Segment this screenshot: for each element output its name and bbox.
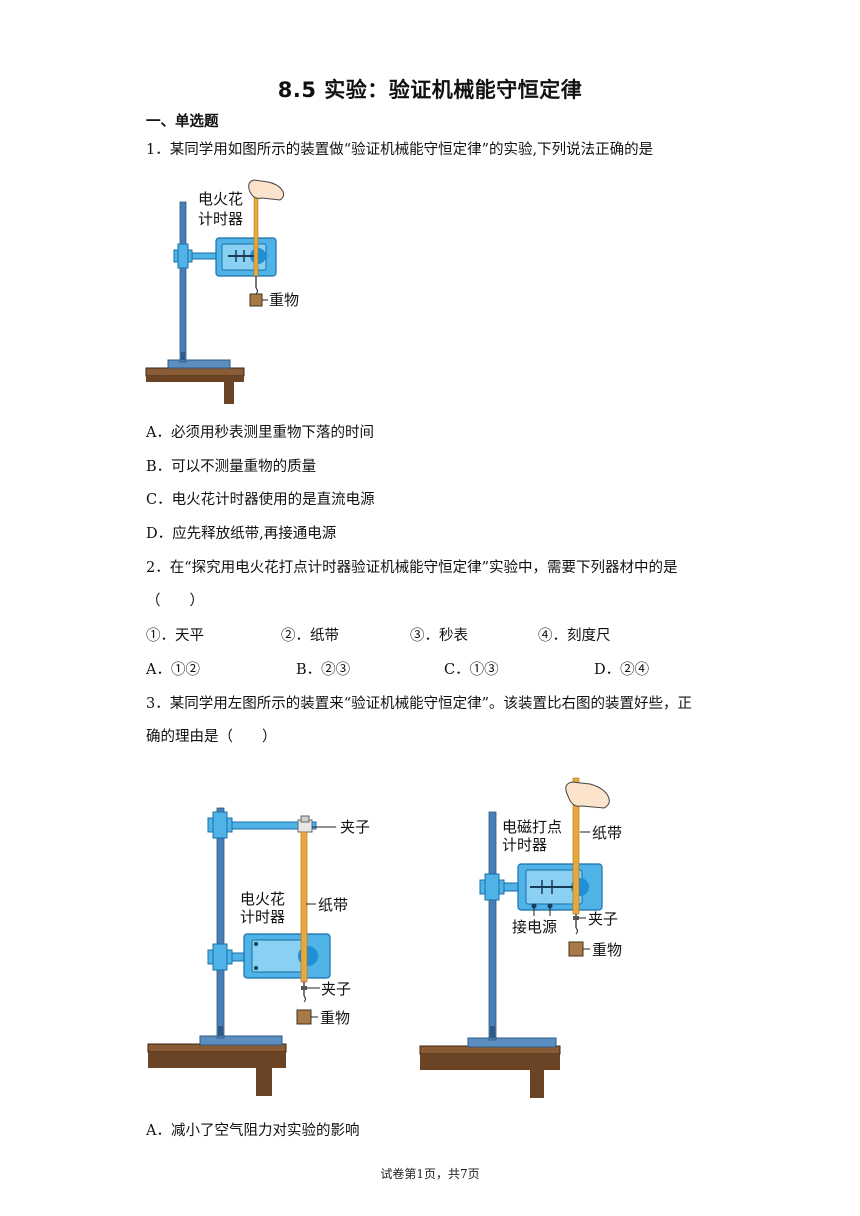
weight-block [568, 941, 584, 957]
q2-option-c: C．①③ [444, 662, 499, 678]
stand-rod [488, 811, 497, 1041]
top-arm [231, 821, 317, 830]
paper-tape [300, 831, 308, 983]
q3-option-a: A．减小了空气阻力对实验的影响 [146, 1123, 360, 1139]
section-heading: 一、单选题 [146, 114, 219, 130]
q1-stem: 1．某同学用如图所示的装置做“验证机械能守恒定律”的实验,下列说法正确的是 [146, 142, 654, 158]
table-side [148, 1052, 286, 1068]
q3-right-figure: 电磁打点 计时器 纸带 接电源 夹子 重物 [419, 777, 622, 1098]
table-leg [530, 1070, 544, 1098]
stand-rod [216, 807, 225, 1039]
weight-block [249, 293, 263, 307]
hand-icon [565, 781, 610, 809]
stand-base [167, 359, 231, 369]
hand-icon [248, 179, 285, 201]
q2-item-4: ④．刻度尺 [538, 628, 611, 644]
table-top [145, 367, 245, 377]
q2-option-a: A．①② [146, 662, 200, 678]
fig1-timer-label-1: 电火花 [198, 190, 243, 208]
q3-left-figure: 夹子 电火花 计时器 纸带 夹子 重物 [147, 807, 370, 1096]
table-side [420, 1054, 560, 1070]
q3-stem-line2: 确的理由是（ ） [146, 729, 277, 745]
tape-label: 纸带 [592, 824, 622, 842]
q1-option-d: D．应先释放纸带,再接通电源 [146, 526, 337, 542]
timer-label-1: 电火花 [240, 890, 285, 908]
q2-stem-line1: 2．在“探究用电火花打点计时器验证机械能守恒定律”实验中，需要下列器材中的是 [146, 560, 678, 576]
q1-option-c: C．电火花计时器使用的是直流电源 [146, 492, 375, 508]
timer-label-2: 计时器 [502, 836, 547, 854]
weight-label: 重物 [592, 941, 622, 959]
table-leg [224, 382, 234, 404]
q2-item-3: ③．秒表 [410, 628, 468, 644]
weight-block [296, 1009, 312, 1025]
stand-rod [179, 201, 187, 363]
power-label: 接电源 [512, 918, 557, 936]
q3-stem-line1: 3．某同学用左图所示的装置来“验证机械能守恒定律”。该装置比右图的装置好些，正 [146, 696, 693, 712]
q2-item-2: ②．纸带 [281, 628, 339, 644]
tape-label: 纸带 [318, 896, 348, 914]
table-leg [256, 1068, 272, 1096]
q2-item-1: ①．天平 [146, 628, 204, 644]
clip-top-label: 夹子 [340, 818, 370, 836]
table-side [146, 376, 244, 382]
timer-label-2: 计时器 [240, 908, 285, 926]
q1-option-a: A．必须用秒表测里重物下落的时间 [146, 425, 374, 441]
q1-option-b: B．可以不测量重物的质量 [146, 459, 317, 475]
stand-base [467, 1037, 557, 1048]
timer-label-1: 电磁打点 [502, 818, 562, 836]
stand-base [199, 1035, 283, 1046]
clip-bottom-label: 夹子 [321, 980, 351, 998]
weight-label: 重物 [320, 1009, 350, 1027]
q2-stem-line2: （ ） [146, 593, 204, 609]
page-footer: 试卷第1页，共7页 [380, 1167, 480, 1181]
fig1-timer-label-2: 计时器 [198, 210, 243, 228]
q2-option-d: D．②④ [594, 662, 650, 678]
page-title: 8.5 实验：验证机械能守恒定律 [277, 78, 583, 102]
clip-label: 夹子 [588, 910, 618, 928]
q1-figure: 电火花 计时器 重物 [145, 179, 299, 404]
q2-option-b: B．②③ [296, 662, 351, 678]
fig1-weight-label: 重物 [269, 291, 299, 309]
